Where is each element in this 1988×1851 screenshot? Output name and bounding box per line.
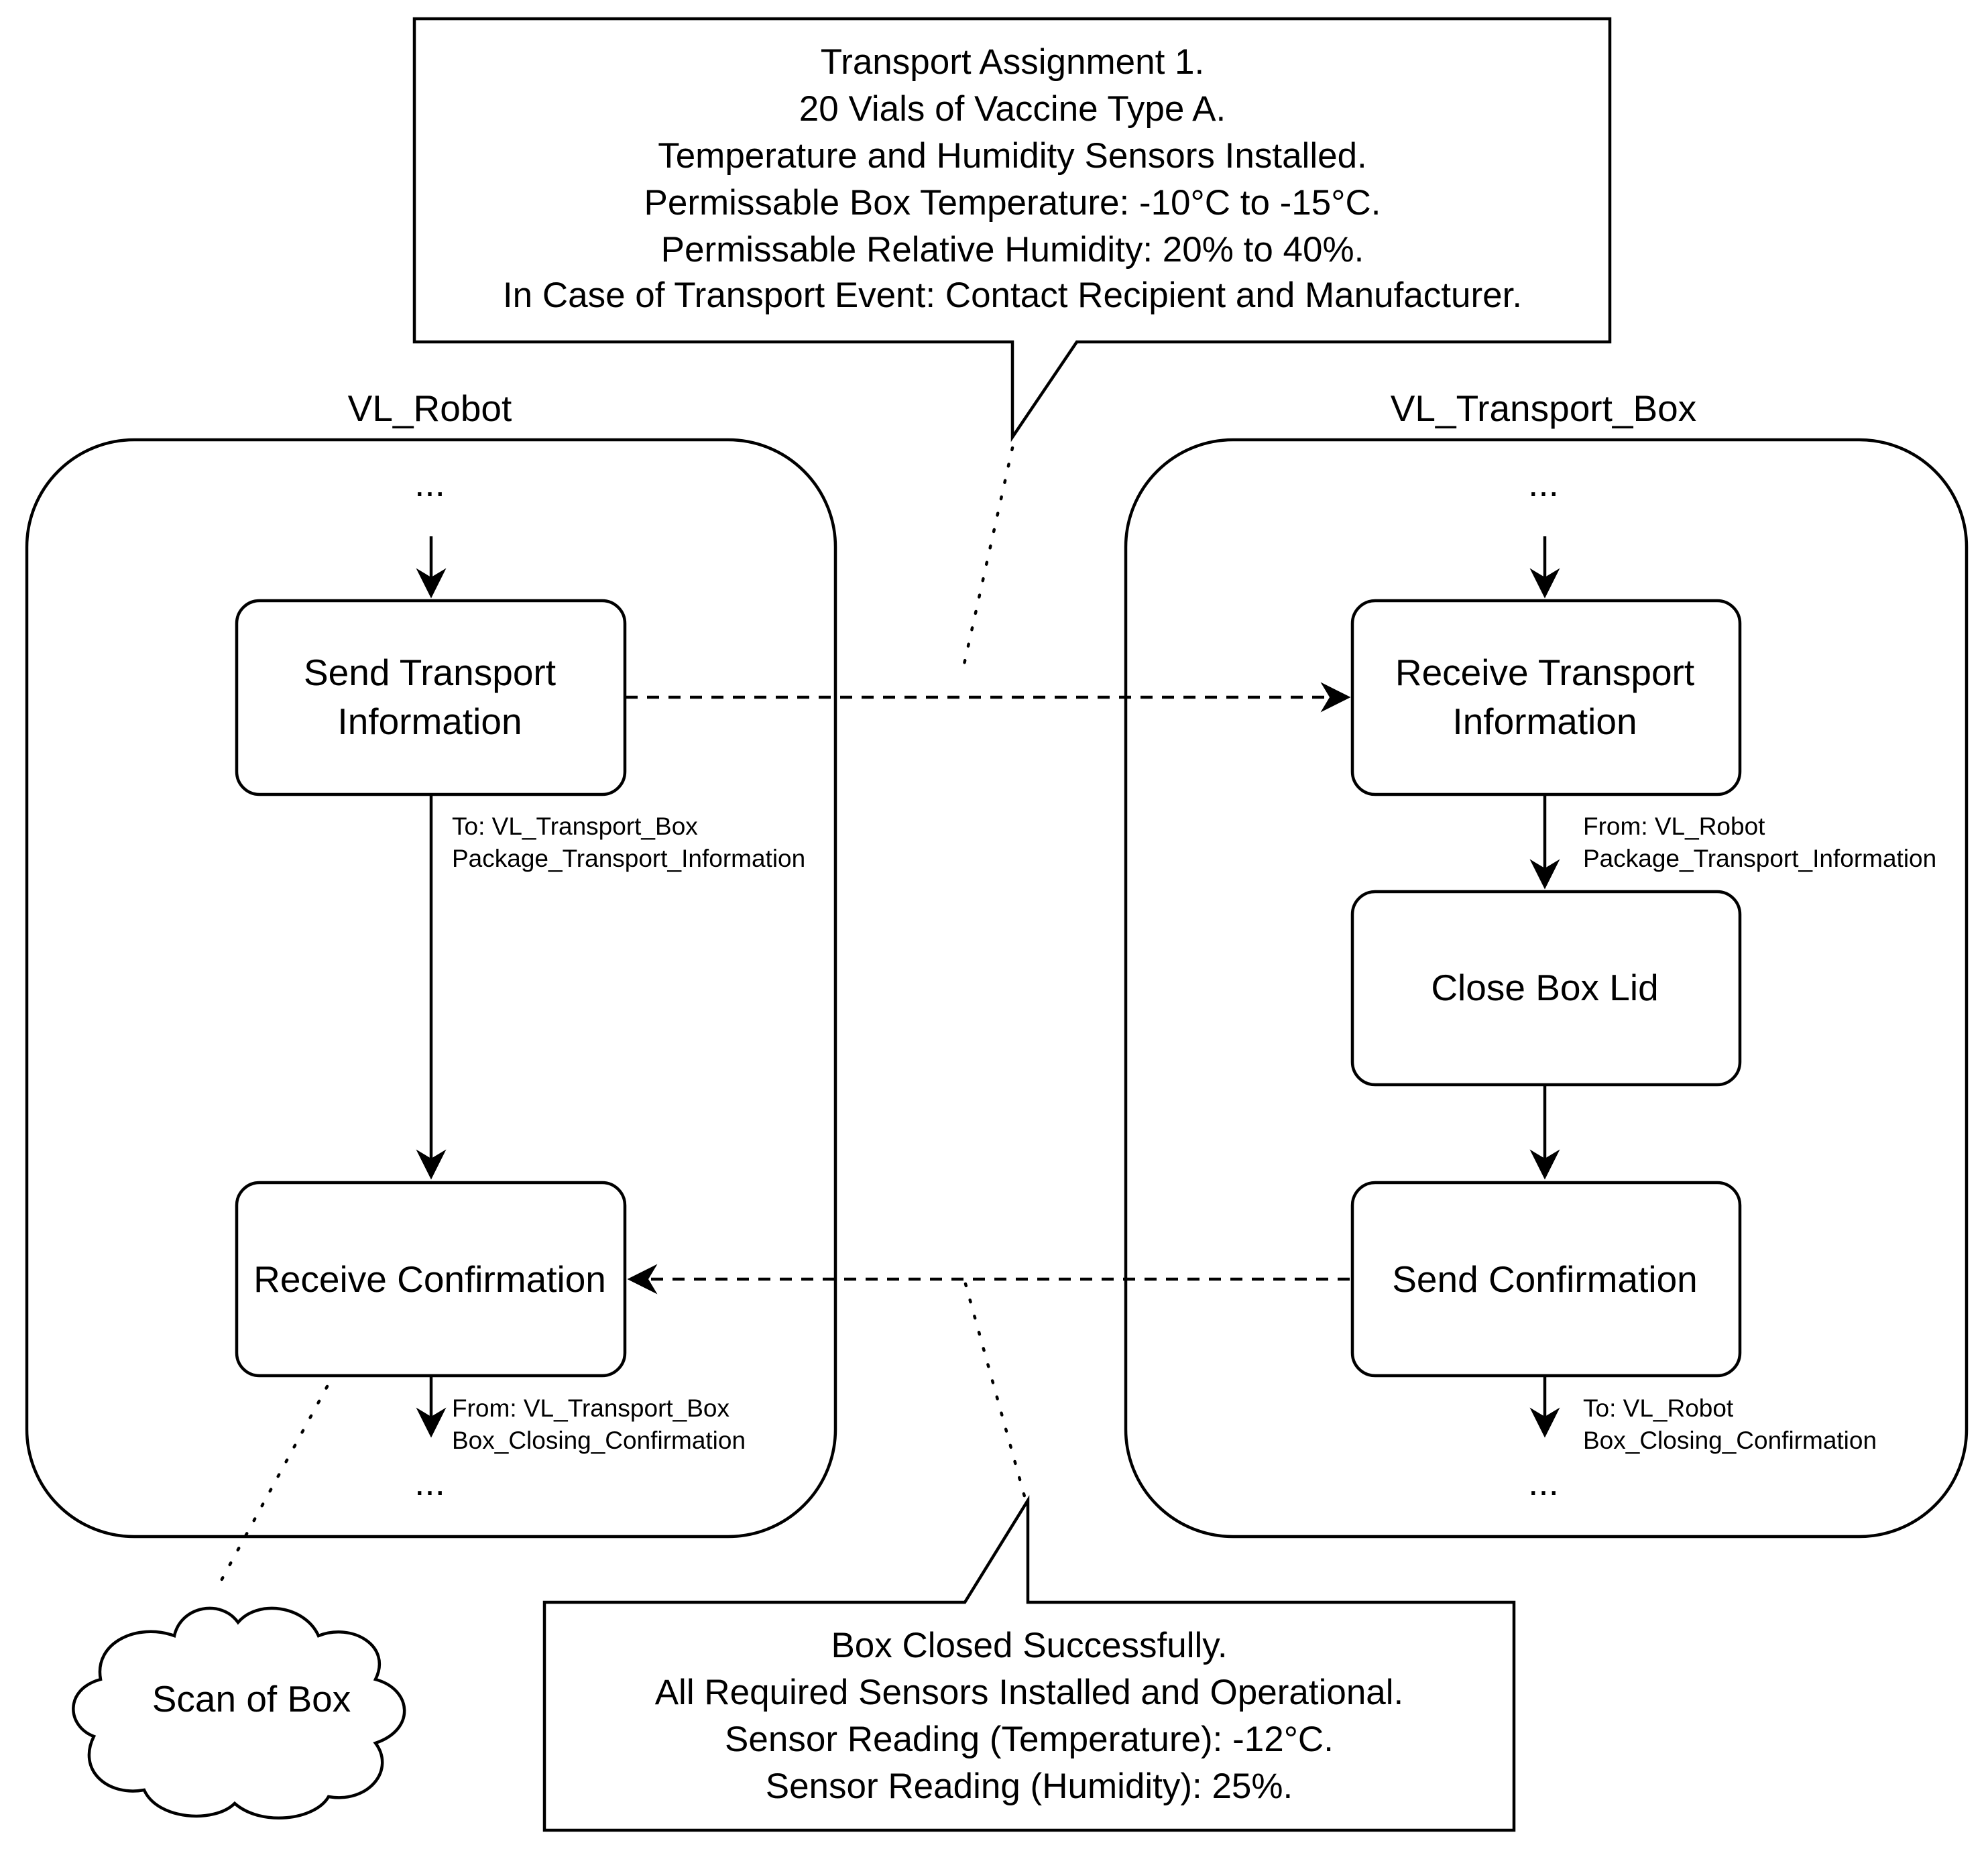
- callout-shape: [542, 1495, 1516, 1832]
- swimlane-title-transport-box: VL_Transport_Box: [1391, 387, 1697, 429]
- callout-line: Permissable Relative Humidity: 20% to 40…: [661, 230, 1364, 270]
- task-box: [1350, 890, 1742, 1087]
- task-send-transport-information: Send Transport Information: [235, 599, 627, 796]
- cloud-shape: [72, 1606, 406, 1820]
- swimlane-title-robot: VL_Robot: [348, 387, 512, 429]
- message-label-line: To: VL_Transport_Box: [452, 813, 698, 840]
- message-label-line: To: VL_Robot: [1583, 1394, 1734, 1422]
- callout-line: Box Closed Successfully.: [831, 1626, 1227, 1665]
- message-label-line: From: VL_Transport_Box: [452, 1394, 730, 1422]
- task-receive-transport-information: Receive Transport Information: [1350, 599, 1742, 796]
- callout-shape: [412, 17, 1612, 442]
- cloud-scan-of-box: Scan of Box: [72, 1606, 406, 1820]
- task-box: [235, 599, 627, 796]
- ellipsis-robot-bottom: ...: [414, 1461, 445, 1503]
- callout-connector-dotted: [963, 1282, 1027, 1498]
- task-label: Close Box Lid: [1431, 967, 1658, 1008]
- task-receive-confirmation: Receive Confirmation: [235, 1181, 627, 1378]
- task-box: [235, 1181, 627, 1378]
- task-label: Information: [337, 701, 522, 742]
- cloud-connector-dotted: [214, 1384, 329, 1592]
- callout-transport-assignment: Transport Assignment 1. 20 Vials of Vacc…: [412, 17, 1612, 442]
- message-label-line: Box_Closing_Confirmation: [1583, 1427, 1877, 1454]
- message-label-line: From: VL_Robot: [1583, 813, 1765, 840]
- callout-connector-dotted: [961, 446, 1014, 669]
- task-box: [1350, 599, 1742, 796]
- task-box: [1350, 1181, 1742, 1378]
- message-label-line: Box_Closing_Confirmation: [452, 1427, 746, 1454]
- cloud-label: Scan of Box: [152, 1678, 351, 1720]
- callout-line: Temperature and Humidity Sensors Install…: [658, 136, 1367, 176]
- ellipsis-box-top: ...: [1528, 463, 1559, 504]
- task-label: Information: [1452, 701, 1637, 742]
- callout-line: 20 Vials of Vaccine Type A.: [799, 89, 1226, 129]
- task-send-confirmation: Send Confirmation: [1350, 1181, 1742, 1378]
- ellipsis-box-bottom: ...: [1528, 1461, 1559, 1503]
- callout-line: All Required Sensors Installed and Opera…: [655, 1673, 1404, 1712]
- callout-line: Sensor Reading (Temperature): -12°C.: [725, 1720, 1334, 1759]
- callout-line: In Case of Transport Event: Contact Reci…: [503, 276, 1522, 315]
- task-label: Send Confirmation: [1392, 1258, 1698, 1300]
- ellipsis-robot-top: ...: [414, 463, 445, 504]
- task-label: Send Transport: [304, 652, 556, 693]
- task-close-box-lid: Close Box Lid: [1350, 890, 1742, 1087]
- message-label-line: Package_Transport_Information: [1583, 845, 1936, 872]
- message-label-line: Package_Transport_Information: [452, 845, 805, 872]
- task-label: Receive Confirmation: [253, 1258, 606, 1300]
- callout-line: Transport Assignment 1.: [821, 42, 1204, 82]
- callout-line: Permissable Box Temperature: -10°C to -1…: [644, 183, 1381, 223]
- task-label: Receive Transport: [1395, 652, 1694, 693]
- callout-line: Sensor Reading (Humidity): 25%.: [766, 1767, 1293, 1806]
- callout-box-closed: Box Closed Successfully. All Required Se…: [542, 1495, 1516, 1832]
